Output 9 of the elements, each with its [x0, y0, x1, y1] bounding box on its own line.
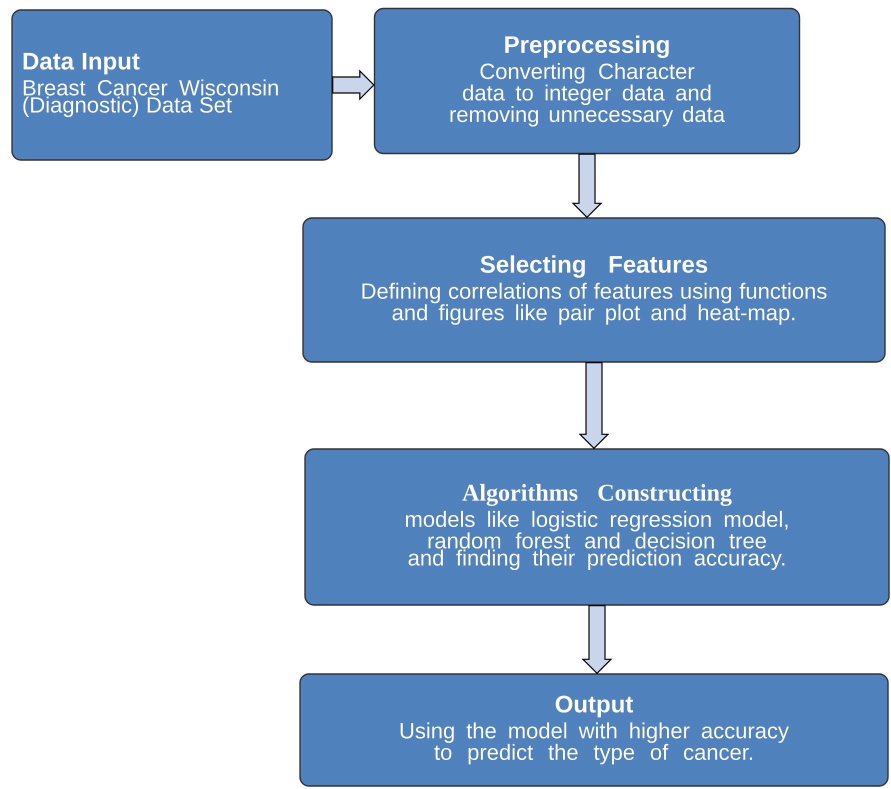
process-box: Algorithms Constructing models like logistic regression model, random forest and decision tree and finding their prediction accuracy.: [304, 448, 890, 606]
process-box: Selecting Features Defining correlations of features using functions and figures like pair plot and heat-map.: [302, 217, 886, 363]
block-arrow: [582, 605, 612, 674]
process-box: Preprocessing Converting Character data to integer data and removing unnecessary data: [374, 8, 800, 154]
block-arrow: [572, 154, 602, 218]
process-box: Output Using the model with higher accuracy to predict the type of cancer.: [299, 673, 889, 787]
block-arrow: [332, 70, 375, 100]
block-arrow: [578, 362, 610, 450]
process-box: Data Input Breast Cancer Wisconsin (Diagnostic) Data Set: [11, 9, 333, 161]
